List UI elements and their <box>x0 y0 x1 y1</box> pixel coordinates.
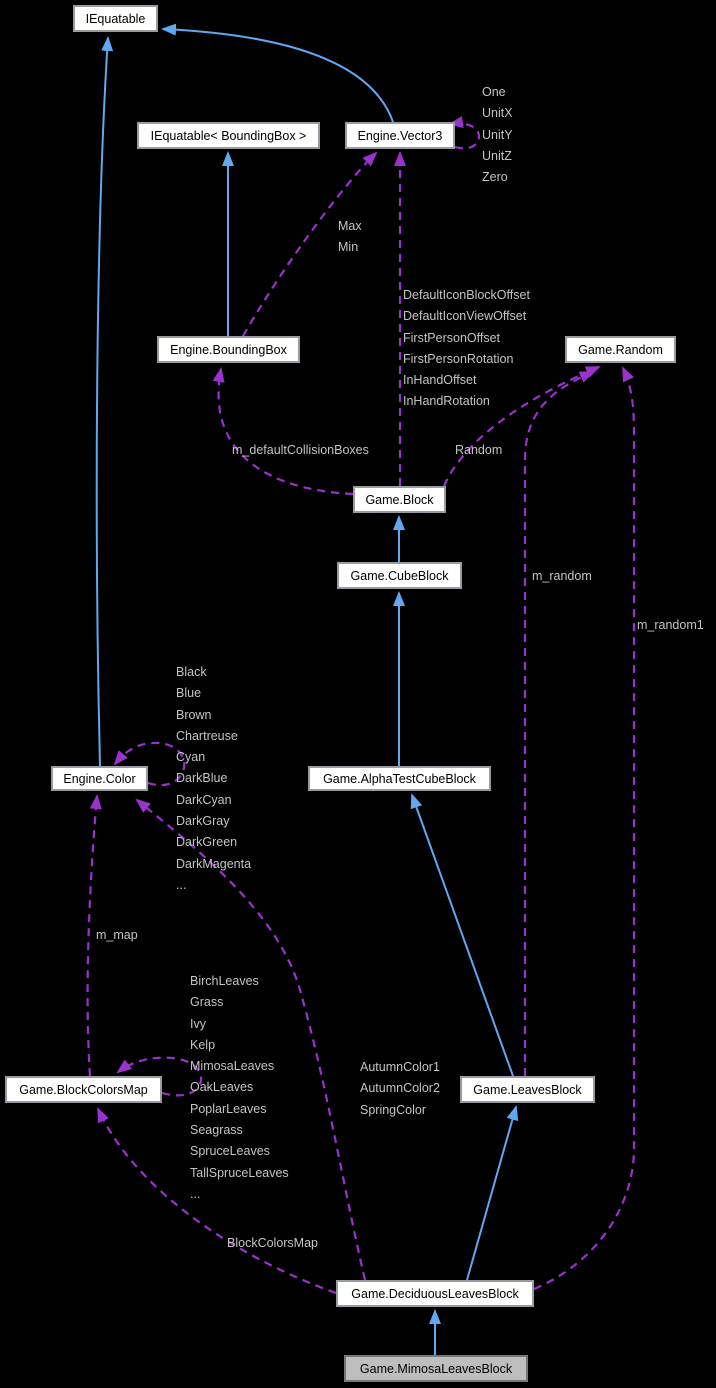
edge-deciduous-uses-color <box>135 798 367 1281</box>
edge-deciduous-inherits-leavesblock <box>466 1105 519 1281</box>
edge-deciduous-uses-blockcolorsmap <box>97 1107 337 1295</box>
node-game-blockcolorsmap[interactable]: Game.BlockColorsMap <box>5 1076 162 1103</box>
node-game-leavesblock[interactable]: Game.LeavesBlock <box>460 1076 595 1103</box>
edge-label-vector3-self-members: One UnitX UnitY UnitZ Zero <box>482 85 513 185</box>
edge-leavesblock-uses-random <box>523 370 595 1076</box>
node-engine-vector3[interactable]: Engine.Vector3 <box>345 122 455 149</box>
node-engine-boundingbox[interactable]: Engine.BoundingBox <box>157 336 300 363</box>
edge-vector3-inherits-iequatable <box>161 23 394 123</box>
edge-label-color-self-members: Black Blue Brown Chartreuse Cyan DarkBlu… <box>176 665 252 892</box>
edge-color-inherits-iequatable <box>95 36 114 767</box>
edge-label-m-random: m_random <box>532 569 592 583</box>
node-game-block[interactable]: Game.Block <box>353 486 446 513</box>
edge-deciduous-uses-random <box>533 366 636 1291</box>
edge-boundingbox-uses-vector3-maxmin <box>242 151 378 337</box>
edge-label-max-min: Max Min <box>338 219 362 255</box>
node-iequatable-boundingbox[interactable]: IEquatable< BoundingBox > <box>137 122 320 149</box>
node-engine-color[interactable]: Engine.Color <box>51 766 148 791</box>
edge-label-m-map: m_map <box>96 928 138 942</box>
edge-block-uses-random <box>442 365 601 487</box>
edge-vector3-self-loop <box>448 116 481 150</box>
edge-label-m-defaultcollisionboxes: m_defaultCollisionBoxes <box>232 443 369 457</box>
edge-label-blockcolorsmap: BlockColorsMap <box>227 1236 319 1250</box>
node-game-alphatestcubeblock[interactable]: Game.AlphaTestCubeBlock <box>308 766 491 791</box>
edge-label-season-colors: AutumnColor1 AutumnColor2 SpringColor <box>360 1060 440 1117</box>
node-game-random[interactable]: Game.Random <box>565 336 676 363</box>
edge-leavesblock-inherits-alphatestcubeblock <box>410 793 514 1077</box>
edge-label-block-vector3-offsets: DefaultIconBlockOffset DefaultIconViewOf… <box>403 288 530 409</box>
edge-blockcolorsmap-self-loop <box>116 1056 203 1097</box>
node-game-cubeblock[interactable]: Game.CubeBlock <box>337 562 462 589</box>
edge-label-random: Random <box>455 443 503 457</box>
edge-blockcolorsmap-uses-color <box>86 794 102 1077</box>
node-game-mimosaleavesblock: Game.MimosaLeavesBlock <box>344 1355 528 1382</box>
node-iequatable[interactable]: IEquatable <box>73 5 158 32</box>
node-game-deciduousleavesblock[interactable]: Game.DeciduousLeavesBlock <box>336 1280 534 1307</box>
edge-block-uses-boundingbox <box>212 367 354 496</box>
edge-color-self-loop <box>113 741 186 787</box>
edge-label-m-random1: m_random1 <box>637 618 704 632</box>
edge-label-blockcolorsmap-self-members: BirchLeaves Grass Ivy Kelp MimosaLeaves … <box>190 974 289 1201</box>
